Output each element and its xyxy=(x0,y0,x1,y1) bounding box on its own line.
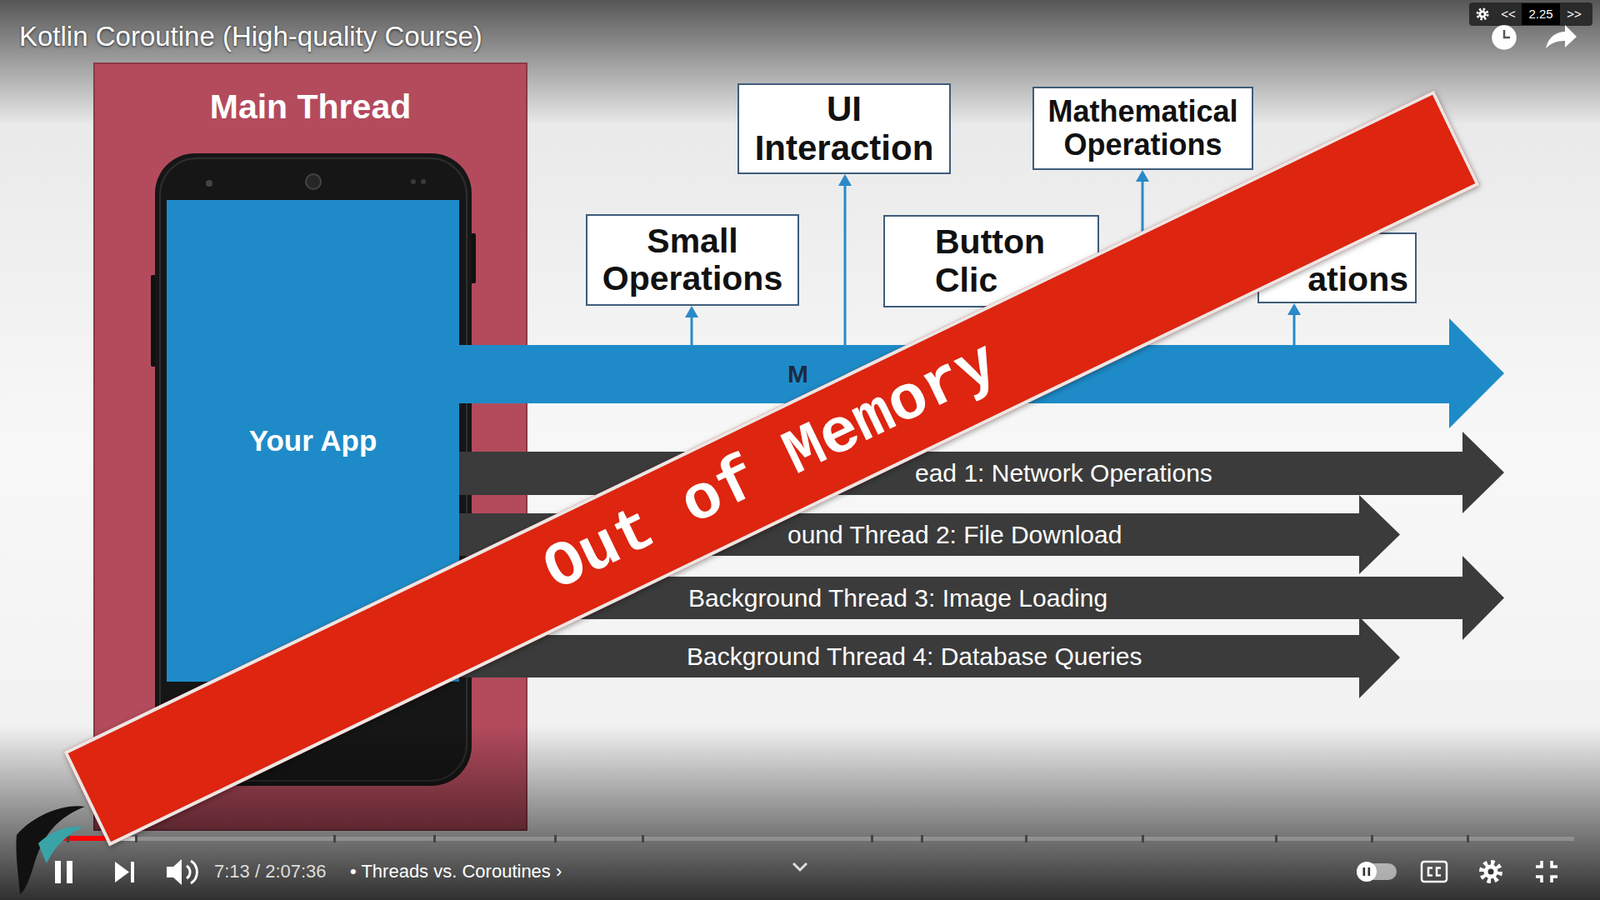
chapter-gaps xyxy=(66,835,1470,843)
phone-camera xyxy=(305,174,321,190)
chapter-gap xyxy=(1141,835,1145,843)
connector-line xyxy=(1293,313,1296,345)
panel-heading: Main Thread xyxy=(94,87,527,127)
chapter-gap xyxy=(641,835,645,843)
speed-box xyxy=(1521,3,1560,25)
video-title: Kotlin Coroutine (High-quality Course) xyxy=(19,20,483,53)
volume-wave xyxy=(190,860,197,884)
chapter-gap xyxy=(1025,835,1028,843)
toolbar-gear xyxy=(1479,10,1487,19)
channel-logo xyxy=(15,805,85,895)
pause-icon xyxy=(55,860,61,884)
cc-icon xyxy=(1428,868,1433,876)
chapter-gap xyxy=(870,835,874,843)
thread-label: Background Thread 3: Image Loading xyxy=(688,576,1108,620)
player-controls xyxy=(55,859,1558,885)
progress-track xyxy=(24,836,1575,841)
chevron-icon xyxy=(793,863,807,870)
arrow-head xyxy=(838,174,852,186)
pause-icon xyxy=(66,860,73,884)
thread-label: ead 1: Network Operations xyxy=(915,451,1213,495)
time-display: 7:13 / 2:07:36 xyxy=(214,860,327,883)
logo-shape xyxy=(38,826,84,864)
settings-icon xyxy=(1484,865,1499,880)
share-icon xyxy=(1545,25,1577,49)
operation-box: Small Operations xyxy=(585,214,800,306)
chapter-gap xyxy=(333,835,336,843)
chapter-gap xyxy=(1370,835,1374,843)
chapter-gap xyxy=(920,835,924,843)
top-toolbar xyxy=(1469,2,1593,26)
toolbar-panel xyxy=(1469,2,1593,26)
exit-fullscreen-icon xyxy=(1535,860,1558,883)
watch-later-icon xyxy=(1504,30,1510,38)
connector-line xyxy=(690,315,694,345)
speed-step: >> xyxy=(1566,6,1582,22)
box-label: Mathematical Operations xyxy=(1045,95,1240,161)
box-label: ations xyxy=(1307,260,1409,299)
chapter-gap xyxy=(433,835,436,843)
cc-icon xyxy=(1421,861,1447,882)
phone-sensor xyxy=(205,180,213,187)
flow-connector xyxy=(685,305,699,345)
arrow-head xyxy=(1287,303,1301,315)
thread-label: Background Thread 4: Database Queries xyxy=(686,635,1142,678)
arrow-body xyxy=(459,616,1400,699)
chapter-gap xyxy=(1275,835,1278,843)
chapter-gap xyxy=(1466,835,1470,843)
autoplay-pause xyxy=(1363,867,1366,876)
progress-bar xyxy=(24,835,1575,843)
flow-connector xyxy=(838,174,852,345)
volume-icon xyxy=(166,859,182,885)
operation-box: Mathematical Operations xyxy=(1032,86,1253,170)
thread-label: ound Thread 2: File Download xyxy=(787,513,1122,556)
speed-step: << xyxy=(1500,6,1516,22)
box-label: Small Operations xyxy=(599,222,786,298)
volume-wave xyxy=(186,865,190,879)
chapter-gap xyxy=(554,835,557,843)
logo-shape xyxy=(15,805,85,895)
chapter-gap xyxy=(135,835,138,843)
next-icon xyxy=(130,861,135,883)
watch-later-icon xyxy=(1491,25,1517,50)
next-icon xyxy=(115,861,130,883)
operation-box: UI Interaction xyxy=(737,83,951,175)
arrow-head xyxy=(685,305,699,318)
toolbar-gear xyxy=(1477,9,1488,20)
autoplay-pause xyxy=(1368,867,1371,876)
phone-sensor xyxy=(410,179,416,185)
screen-label: Your App xyxy=(249,423,378,459)
phone-sensor xyxy=(420,179,426,185)
background-thread-arrow: Background Thread 4: Database Queries xyxy=(459,635,1400,678)
toolbar-gear xyxy=(1480,12,1485,16)
connector-line xyxy=(844,184,847,345)
playback-speed: 2.25 xyxy=(1528,6,1553,22)
top-icons xyxy=(1491,25,1577,50)
settings-icon xyxy=(1488,869,1495,875)
cc-icon xyxy=(1436,868,1441,876)
flow-connector xyxy=(1287,303,1301,345)
chapter-title: • Threads vs. Coroutines › xyxy=(350,860,562,883)
arrow-head xyxy=(1135,170,1150,182)
settings-icon xyxy=(1481,862,1500,881)
box-label: UI Interaction xyxy=(750,90,938,167)
autoplay-knob xyxy=(1356,861,1377,882)
